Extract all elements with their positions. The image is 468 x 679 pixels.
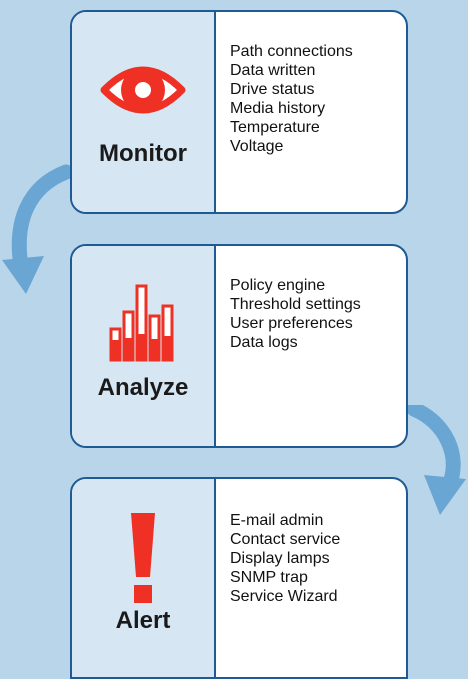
list-item: Temperature <box>230 119 320 136</box>
list-item: Policy engine <box>230 277 326 294</box>
analyze-card: Analyze Policy engine Threshold settings… <box>70 244 408 448</box>
list-item: Drive status <box>230 81 315 98</box>
monitor-card: Monitor Path connections Data written Dr… <box>70 10 408 214</box>
stage-label-analyze: Analyze <box>97 374 189 401</box>
list-item: Threshold settings <box>230 296 361 313</box>
stage-label-alert: Alert <box>115 607 171 634</box>
bar-chart-icon <box>109 284 174 362</box>
list-item: User preferences <box>230 315 353 332</box>
eye-icon <box>100 66 186 114</box>
list-item: Media history <box>230 100 326 117</box>
exclamation-icon <box>131 513 155 603</box>
list-item: Display lamps <box>230 550 330 567</box>
analyze-items: Policy engine Threshold settings User pr… <box>230 276 361 352</box>
monitor-items: Path connections Data written Drive stat… <box>230 42 353 156</box>
stage-label-monitor: Monitor <box>99 140 187 167</box>
analyze-icon-panel: Analyze <box>72 246 216 446</box>
list-item: Contact service <box>230 531 341 548</box>
alert-items: E-mail admin Contact service Display lam… <box>230 511 340 606</box>
alert-card: Alert E-mail admin Contact service Displ… <box>70 477 408 679</box>
monitor-icon-panel: Monitor <box>72 12 216 212</box>
list-item: Path connections <box>230 43 353 60</box>
list-item: E-mail admin <box>230 512 324 529</box>
list-item: Data logs <box>230 334 298 351</box>
list-item: Service Wizard <box>230 588 338 605</box>
alert-icon-panel: Alert <box>72 479 216 677</box>
curved-arrow-left-icon <box>2 164 74 294</box>
list-item: Data written <box>230 62 316 79</box>
curved-arrow-right-icon <box>406 405 466 515</box>
list-item: Voltage <box>230 138 284 155</box>
list-item: SNMP trap <box>230 569 308 586</box>
